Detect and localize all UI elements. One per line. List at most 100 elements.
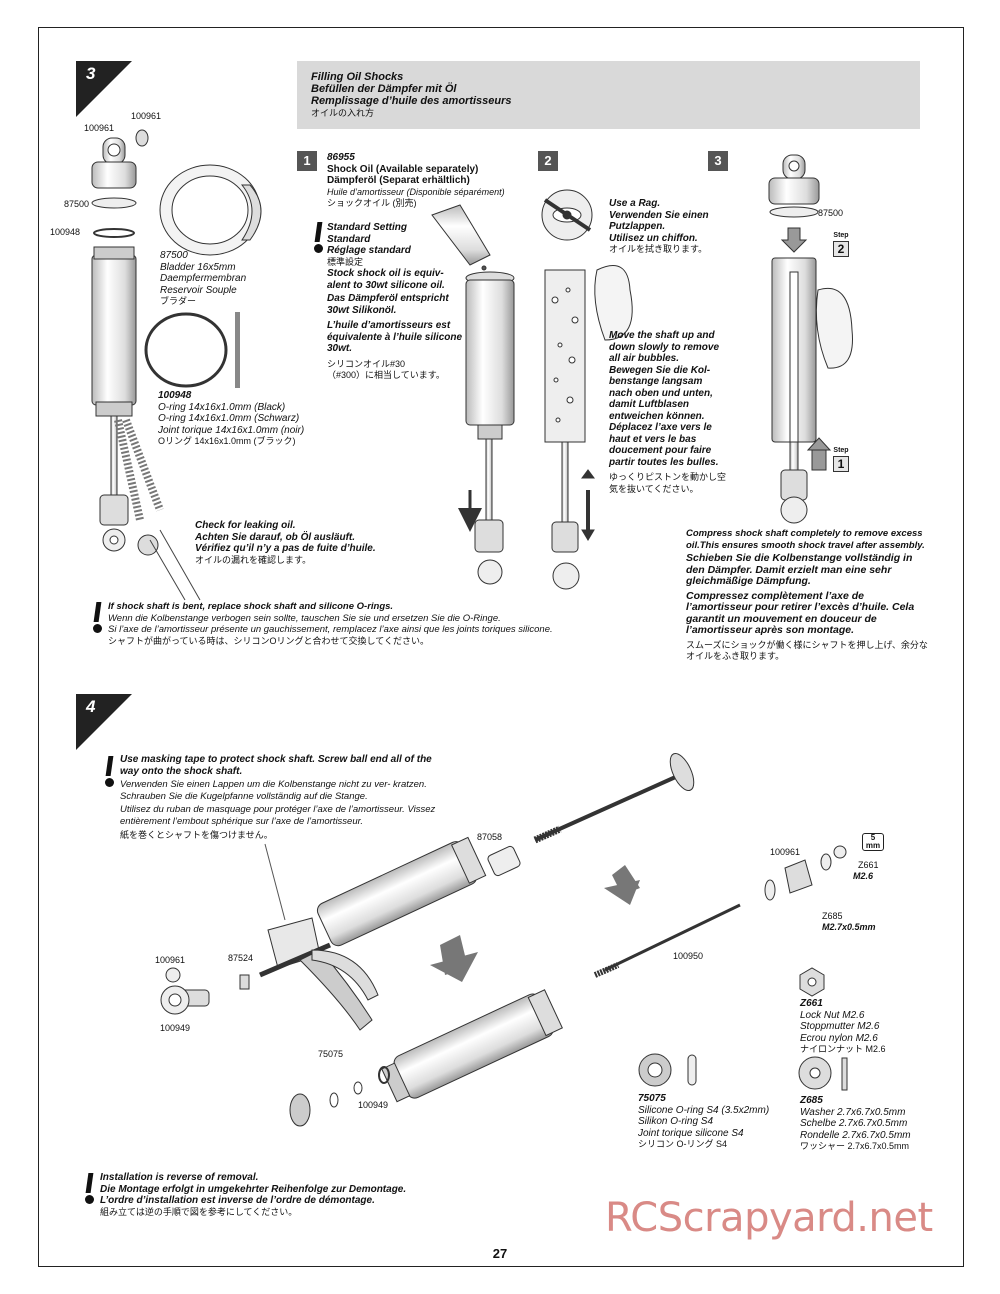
part-label: 100948: [50, 227, 81, 237]
step-marker-4: [76, 694, 132, 750]
step-tag-2: Step 2: [833, 232, 849, 257]
part-label: 100949: [160, 1023, 191, 1033]
note-en: Use masking tape to protect shock shaft.…: [120, 754, 432, 777]
step3-header: Filling Oil Shocks Befüllen der Dämpfer …: [297, 61, 920, 129]
hex-size: 5: [870, 833, 876, 842]
note-de: Achten Sie darauf, ob Öl ausläuft.: [195, 531, 356, 543]
warning-icon: [92, 602, 104, 633]
desc-en: O-ring 14x16x1.0mm (Black): [158, 401, 286, 413]
note-en: If shock shaft is bent, replace shock sh…: [108, 601, 394, 612]
note-de: Schieben Sie die Kolbenstange vollständi…: [686, 552, 913, 587]
part-code: 87500: [160, 250, 188, 261]
part-code: 100948: [158, 390, 192, 401]
warning-icon: [104, 756, 116, 787]
step-number: 3: [86, 64, 96, 83]
sub2-illustration: [541, 189, 633, 590]
note-fr: Utilisez un chiffon.: [609, 232, 698, 244]
part-label: 100950: [673, 951, 704, 961]
part-label: 87500: [64, 199, 90, 209]
desc-jp: シリコン O-リング S4: [638, 1139, 728, 1149]
desc-jp: Oリング 14x16x1.0mm (ブラック): [158, 436, 296, 446]
part-label: 100961: [155, 955, 186, 965]
part-code: Z685: [800, 1095, 823, 1106]
step-tag-number: 2: [833, 241, 849, 257]
note-jp-2: （#300）に相当しています。: [327, 370, 445, 380]
part-label: 87524: [228, 953, 254, 963]
desc-fr: Ecrou nylon M2.6: [800, 1032, 878, 1044]
part-code: 86955: [327, 152, 355, 163]
desc-en: Washer 2.7x6.7x0.5mm: [800, 1106, 906, 1118]
part-label: Z685: [822, 911, 843, 921]
note-fr: L’huile d’amortisseurs est équivalente à…: [327, 320, 463, 354]
note-jp: ゆっくりピストンを動かし空気を抜いてください。: [609, 472, 727, 494]
note-fr: Déplacez l’axe vers le haut et vers le b…: [609, 422, 719, 468]
rag-note: Use a Rag. Verwenden Sie einen Putzlappe…: [609, 198, 719, 256]
std-jp: 標準設定: [327, 256, 364, 267]
header-jp: オイルの入れ方: [311, 108, 375, 118]
warning-icon: [313, 222, 325, 253]
desc-en: Shock Oil (Available separately): [327, 163, 479, 175]
note-de: Wenn die Kolbenstange verbogen sein soll…: [108, 612, 501, 624]
part-code: 75075: [638, 1093, 666, 1104]
note-jp: オイルを拭き取ります。: [609, 244, 708, 254]
leak-note: Check for leaking oil. Achten Sie darauf…: [195, 520, 415, 566]
desc-jp: ナイロンナット M2.6: [800, 1044, 886, 1054]
part-size: M2.7x0.5mm: [822, 922, 876, 932]
bent-shaft-note: If shock shaft is bent, replace shock sh…: [108, 601, 608, 647]
header-de: Befüllen der Dämpfer mit Öl: [311, 83, 457, 95]
part-label: 87058: [477, 832, 503, 842]
note-fr: L’ordre d’installation est inverse de l’…: [100, 1195, 375, 1206]
step-number: 4: [86, 697, 96, 716]
part-label: Z661: [858, 860, 879, 870]
note-jp: オイルの漏れを確認します。: [195, 554, 312, 565]
std-en: Standard Setting: [327, 222, 408, 233]
note-de: Verwenden Sie einen Lappen um die Kolben…: [120, 779, 427, 802]
page-frame: [38, 27, 964, 1267]
note-de: Verwenden Sie einen Putzlappen.: [609, 209, 709, 233]
note-jp: 紙を巻くとシャフトを傷つけません。: [120, 830, 273, 840]
part-code: Z661: [800, 998, 823, 1009]
bladder-callout: 87500 Bladder 16x5mm Daempfermembran Res…: [160, 250, 280, 308]
desc-jp: ワッシャー 2.7x6.7x0.5mm: [800, 1141, 910, 1151]
substep-3: 3: [708, 151, 728, 171]
step-tag-1: Step 1: [833, 447, 849, 472]
note-jp: シャフトが曲がっている時は、シリコンOリングと合わせて交換してください。: [108, 635, 430, 646]
note-jp: スムーズにショックが働く様にシャフトを押し上げ、余分なオイルをふき取ります。: [686, 639, 928, 662]
sub3-illustration: [768, 154, 853, 524]
note-fr: Vérifiez qu’il n’y a pas de fuite d’huil…: [195, 543, 376, 554]
desc-de: Daempfermembran: [160, 273, 247, 284]
shock-oil-callout: 86955 Shock Oil (Available separately) D…: [327, 152, 507, 210]
hex-wrench-size: 5 mm: [862, 833, 884, 851]
part-label: 100961: [131, 111, 162, 121]
desc-fr: Rondelle 2.7x6.7x0.5mm: [800, 1129, 911, 1141]
compress-note: Compress shock shaft completely to remov…: [686, 528, 931, 663]
sub1-illustration: [431, 204, 515, 585]
header-fr: Remplissage d’huile des amortisseurs: [311, 95, 512, 107]
oring-callout: 100948 O-ring 14x16x1.0mm (Black) O-ring…: [158, 390, 328, 448]
note-de: Die Montage erfolgt in umgekehrter Reihe…: [100, 1183, 407, 1195]
hex-unit: mm: [865, 841, 881, 850]
step-tag-number: 1: [833, 456, 849, 472]
step-marker-3: [76, 61, 132, 117]
desc-de: Silikon O-ring S4: [638, 1116, 714, 1127]
desc-de: Schelbe 2.7x6.7x0.5mm: [800, 1118, 908, 1129]
z661-callout: Z661 Lock Nut M2.6 Stoppmutter M2.6 Ecro…: [800, 998, 930, 1056]
note-jp-1: シリコンオイル#30: [327, 358, 406, 369]
note-fr: Si l’axe de l’amortisseur présente un ga…: [108, 624, 553, 635]
part-label: 100961: [84, 123, 115, 133]
oil-equiv-note: Stock shock oil is equiv- alent to 30wt …: [327, 268, 467, 382]
watermark: RCScrapyard.net: [605, 1195, 933, 1241]
substep-1: 1: [297, 151, 317, 171]
note-de: Das Dämpferöl entspricht 30wt Silikonöl.: [327, 293, 449, 316]
note-en: Use a Rag.: [609, 198, 661, 209]
note-jp: 組み立ては逆の手順で図を参考にしてください。: [100, 1206, 298, 1217]
step-word: Step: [833, 232, 849, 239]
part-label: 100949: [358, 1100, 389, 1110]
page-number: 27: [492, 1246, 508, 1261]
oring-75075-callout: 75075 Silicone O-ring S4 (3.5x2mm) Silik…: [638, 1093, 798, 1151]
desc-fr: Joint torique 14x16x1.0mm (noir): [158, 424, 305, 436]
reverse-note: Installation is reverse of removal. Die …: [100, 1172, 460, 1218]
desc-en: Bladder 16x5mm: [160, 261, 236, 273]
desc-en: Silicone O-ring S4 (3.5x2mm): [638, 1104, 770, 1116]
